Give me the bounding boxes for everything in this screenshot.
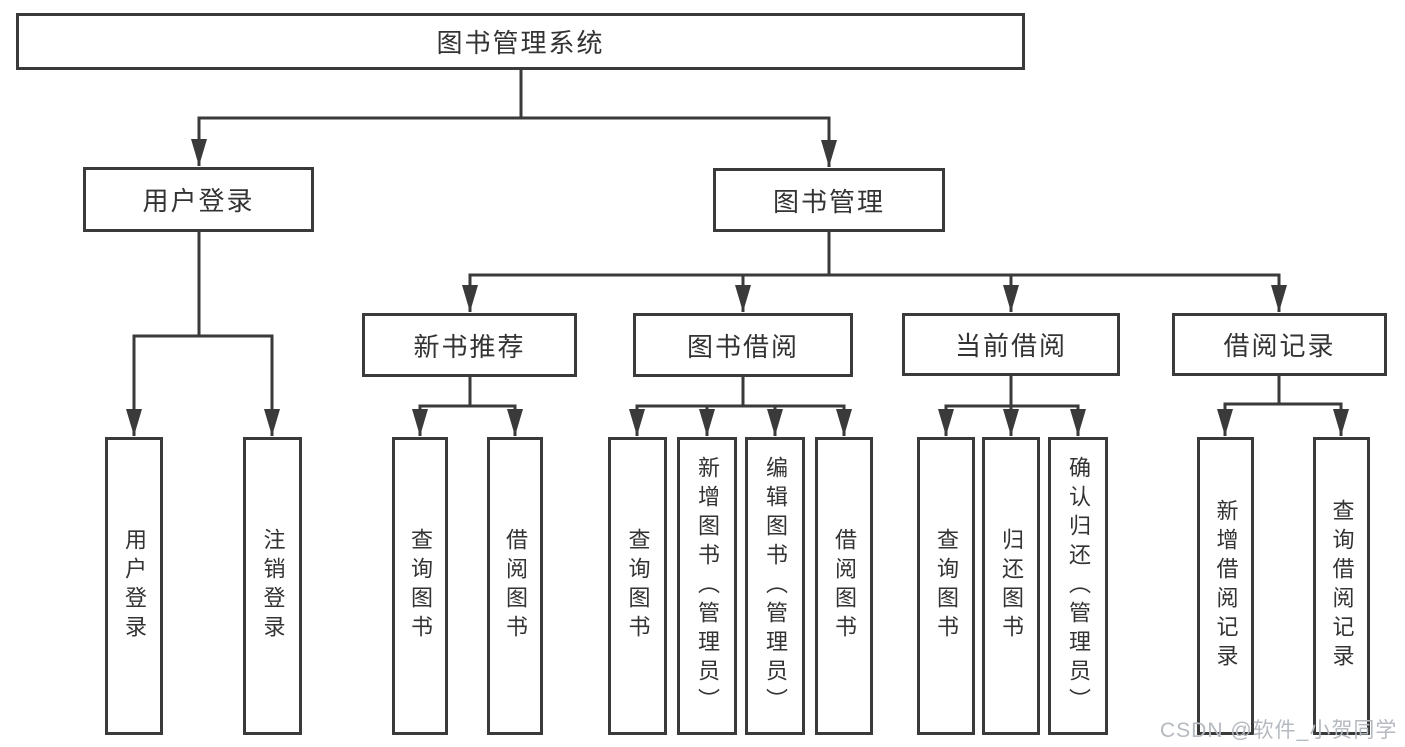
leaf-current-return: 归还图书 <box>982 437 1040 735</box>
node-new-book-rec: 新书推荐 <box>362 313 577 377</box>
node-current-borrow: 当前借阅 <box>902 313 1120 376</box>
leaf-user-login: 用户登录 <box>105 437 163 735</box>
leaf-borrow-edit: 编辑图书（管理员） <box>745 437 805 735</box>
node-book-mgmt-label: 图书管理 <box>772 186 885 217</box>
connector-borrow-record-branch <box>1217 376 1349 436</box>
leaf-record-query: 查询借阅记录 <box>1313 437 1370 735</box>
leaf-newbook-query: 查询图书 <box>392 437 448 735</box>
node-new-book-rec-label: 新书推荐 <box>413 331 526 362</box>
leaf-newbook-borrow: 借阅图书 <box>487 437 543 735</box>
node-root-label: 图书管理系统 <box>436 28 605 58</box>
node-book-mgmt: 图书管理 <box>713 168 945 232</box>
leaf-current-confirm: 确认归还（管理员） <box>1048 437 1108 735</box>
leaf-borrow-borrow: 借阅图书 <box>815 437 873 735</box>
leaf-record-query-label: 查询借阅记录 <box>1329 499 1355 673</box>
leaf-user-login-label: 用户登录 <box>122 528 147 644</box>
node-user-login: 用户登录 <box>83 167 314 232</box>
connector-current-borrow-branch <box>938 376 1086 436</box>
watermark: CSDN @软件_小贺同学 <box>1160 719 1398 742</box>
leaf-current-query: 查询图书 <box>917 437 975 735</box>
leaf-borrow-edit-label: 编辑图书（管理员） <box>763 455 788 717</box>
connector-book-mgmt-branch <box>462 232 1287 312</box>
leaf-record-add-label: 新增借阅记录 <box>1213 499 1239 673</box>
node-user-login-label: 用户登录 <box>142 186 255 216</box>
leaf-logout: 注销登录 <box>243 437 302 735</box>
connector-user-login-branch <box>126 232 280 436</box>
node-root: 图书管理系统 <box>16 13 1025 70</box>
leaf-borrow-borrow-label: 借阅图书 <box>832 528 857 644</box>
node-borrow-record-label: 借阅记录 <box>1223 331 1336 361</box>
leaf-newbook-borrow-label: 借阅图书 <box>503 528 528 644</box>
leaf-borrow-add: 新增图书（管理员） <box>677 437 737 735</box>
connector-root-branch <box>191 70 837 167</box>
leaf-borrow-query-label: 查询图书 <box>625 528 651 644</box>
leaf-borrow-query: 查询图书 <box>608 437 667 735</box>
connector-new-book-rec-branch <box>412 377 523 436</box>
node-current-borrow-label: 当前借阅 <box>954 331 1067 361</box>
connector-book-borrow-branch <box>629 377 852 436</box>
leaf-logout-label: 注销登录 <box>260 528 286 644</box>
leaf-current-query-label: 查询图书 <box>934 528 959 644</box>
leaf-current-confirm-label: 确认归还（管理员） <box>1066 455 1091 717</box>
node-book-borrow: 图书借阅 <box>633 313 853 377</box>
node-borrow-record: 借阅记录 <box>1172 313 1387 376</box>
leaf-current-return-label: 归还图书 <box>999 528 1024 644</box>
node-book-borrow-label: 图书借阅 <box>686 331 799 362</box>
leaf-record-add: 新增借阅记录 <box>1197 437 1254 735</box>
leaf-newbook-query-label: 查询图书 <box>408 528 433 644</box>
leaf-borrow-add-label: 新增图书（管理员） <box>695 455 720 717</box>
